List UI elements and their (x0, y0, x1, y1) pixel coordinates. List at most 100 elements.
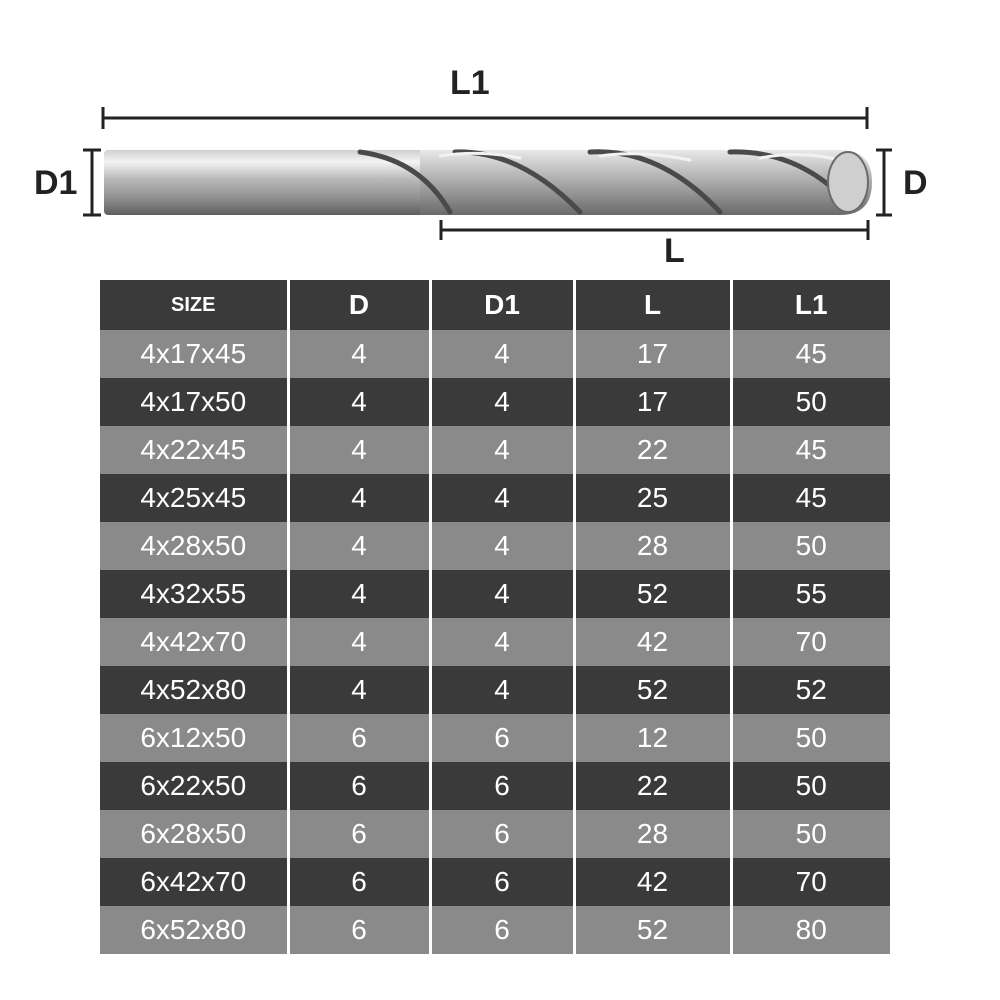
cell-l: 17 (572, 378, 731, 426)
cell-l1: 50 (729, 522, 890, 570)
tool-ball-tip (827, 151, 869, 213)
cell-size: 4x42x70 (140, 626, 247, 657)
cell-l: 42 (572, 618, 731, 666)
cell-l1: 70 (729, 858, 890, 906)
cell-d1: 6 (428, 858, 574, 906)
cell-d1: 4 (428, 618, 574, 666)
cell-size: 4x28x50 (140, 530, 247, 561)
cell-l: 22 (572, 426, 731, 474)
cell-d: 4 (286, 378, 430, 426)
d-label: D (903, 164, 928, 202)
cell-l1: 50 (729, 714, 890, 762)
cell-l1: 80 (729, 906, 890, 954)
cell-size: 6x28x50 (140, 818, 247, 849)
cell-l1: 70 (729, 618, 890, 666)
cell-d1: 4 (428, 522, 574, 570)
tool-shank (104, 150, 424, 215)
cell-d1: 4 (428, 474, 574, 522)
l-dimension-line (439, 220, 870, 240)
header-size: SIZE (171, 293, 216, 316)
header-l1: L1 (729, 280, 890, 330)
cell-l1: 55 (729, 570, 890, 618)
cell-d1: 6 (428, 714, 574, 762)
cell-size: 4x25x45 (140, 482, 247, 513)
cell-d: 4 (286, 522, 430, 570)
cell-d1: 4 (428, 570, 574, 618)
cell-l1: 45 (729, 474, 890, 522)
cell-d: 6 (286, 810, 430, 858)
d-dimension-line (876, 148, 892, 217)
cell-d1: 4 (428, 426, 574, 474)
header-d: D (286, 280, 430, 330)
cell-d: 4 (286, 426, 430, 474)
cell-l: 28 (572, 810, 731, 858)
end-mill-tool (104, 149, 872, 215)
tool-helix-highlights (438, 151, 842, 162)
cell-d: 4 (286, 666, 430, 714)
cell-l1: 45 (729, 330, 890, 378)
cell-l: 12 (572, 714, 731, 762)
cell-d: 4 (286, 618, 430, 666)
tool-flute-body (420, 150, 872, 215)
cell-l: 52 (572, 906, 731, 954)
cell-size: 4x17x50 (140, 386, 247, 417)
cell-size: 4x52x80 (140, 674, 247, 705)
d1-label: D1 (34, 164, 78, 202)
cell-d: 6 (286, 762, 430, 810)
cell-l: 25 (572, 474, 731, 522)
l1-label: L1 (450, 64, 490, 102)
cell-l1: 52 (729, 666, 890, 714)
cell-d1: 6 (428, 762, 574, 810)
cell-size: 6x42x70 (140, 866, 247, 897)
cell-l: 28 (572, 522, 731, 570)
cell-size: 6x22x50 (140, 770, 247, 801)
cell-d1: 6 (428, 906, 574, 954)
cell-d: 4 (286, 570, 430, 618)
cell-d: 6 (286, 906, 430, 954)
cell-size: 6x12x50 (140, 722, 247, 753)
cell-d1: 4 (428, 378, 574, 426)
cell-l1: 45 (729, 426, 890, 474)
cell-l: 52 (572, 666, 731, 714)
cell-size: 4x17x45 (140, 338, 247, 369)
cell-d: 4 (286, 474, 430, 522)
cell-l1: 50 (729, 810, 890, 858)
header-d1: D1 (428, 280, 574, 330)
cell-l: 52 (572, 570, 731, 618)
cell-l1: 50 (729, 762, 890, 810)
d1-dimension-line (83, 148, 101, 217)
cell-l: 22 (572, 762, 731, 810)
l-label: L (664, 232, 685, 270)
cell-d: 6 (286, 858, 430, 906)
header-l: L (572, 280, 731, 330)
cell-size: 4x32x55 (140, 578, 247, 609)
cell-d1: 4 (428, 330, 574, 378)
cell-l: 17 (572, 330, 731, 378)
cell-d: 6 (286, 714, 430, 762)
table-header-row: SIZE D D1 L L1 (100, 280, 890, 330)
cell-d1: 6 (428, 810, 574, 858)
l1-dimension-line (101, 107, 869, 129)
cell-l1: 50 (729, 378, 890, 426)
cell-d: 4 (286, 330, 430, 378)
cell-size: 4x22x45 (140, 434, 247, 465)
end-mill-diagram (83, 107, 892, 240)
cell-l: 42 (572, 858, 731, 906)
cell-size: 6x52x80 (140, 914, 247, 945)
cell-d1: 4 (428, 666, 574, 714)
